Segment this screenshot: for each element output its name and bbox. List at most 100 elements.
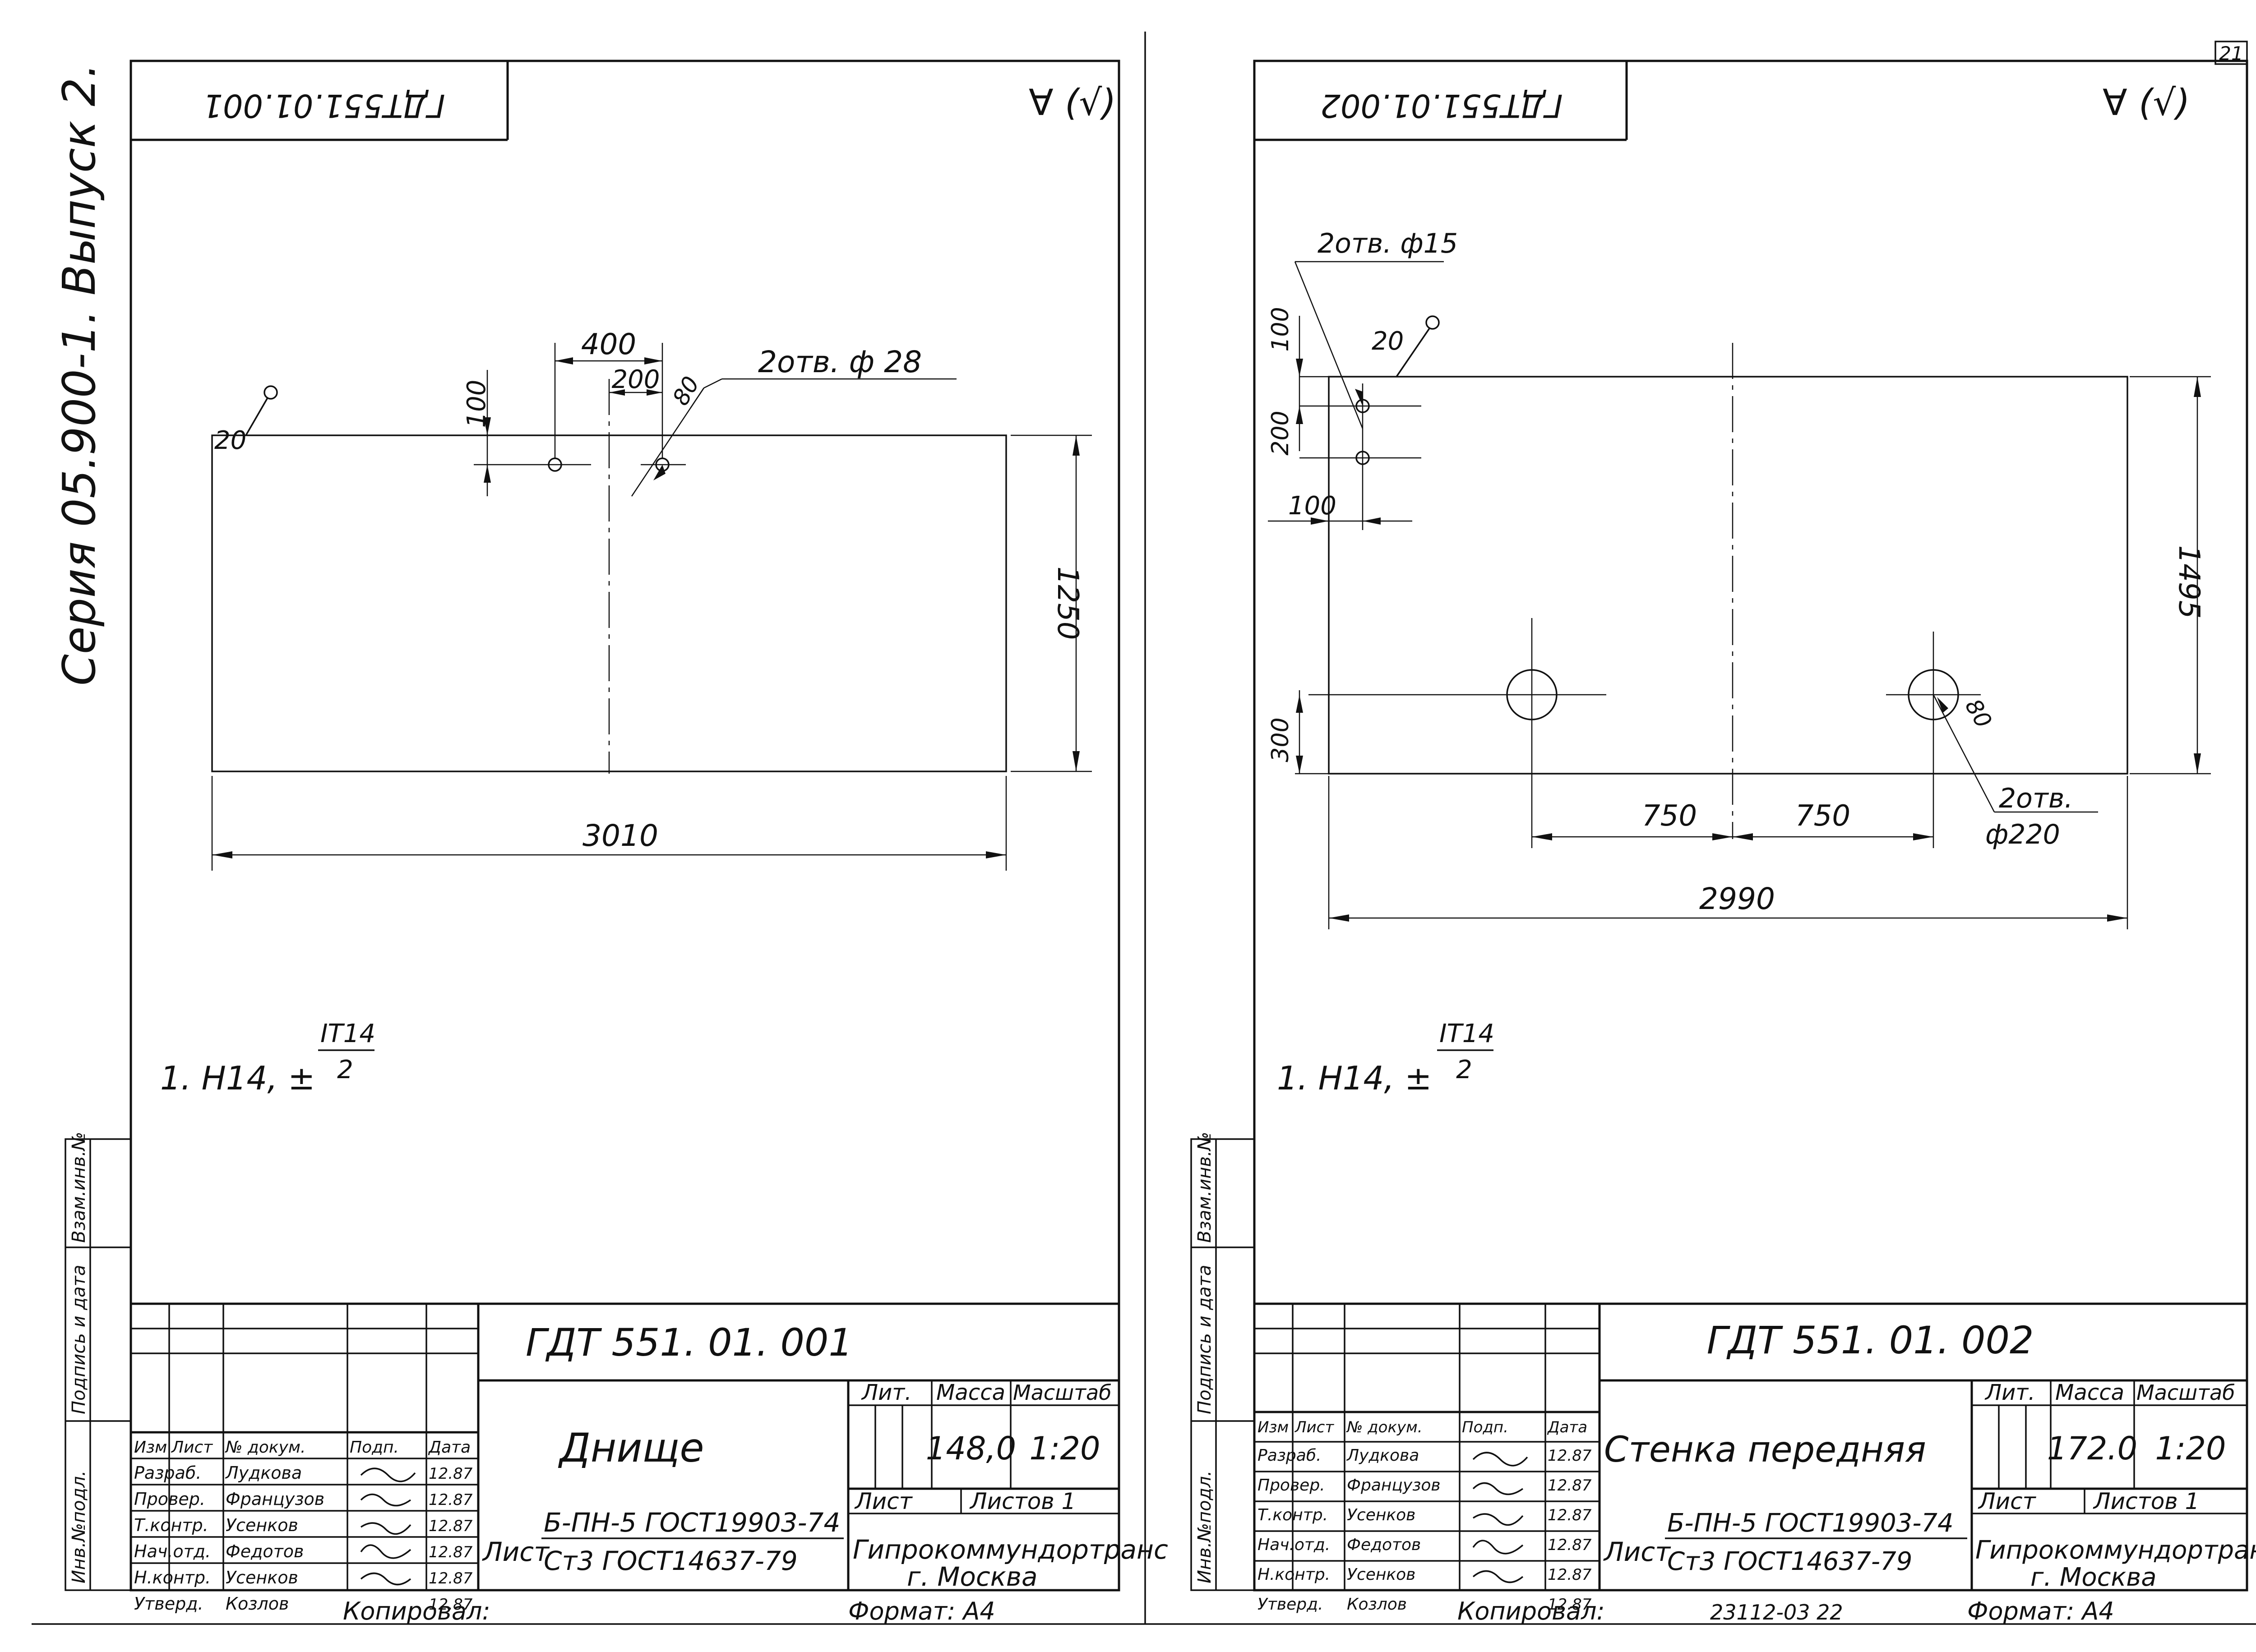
right-signature-1: [1472, 1452, 1528, 1467]
left-date-2: 12.87: [429, 1491, 473, 1509]
right-date-1: 12.87: [1548, 1447, 1592, 1465]
left-role-4: Нач.отд.: [134, 1541, 211, 1561]
left-name-2: Французов: [226, 1489, 324, 1509]
page-number-box: [2214, 41, 2248, 65]
left-roughness-20: 20: [214, 426, 246, 455]
left-hdr-doc: № докум.: [225, 1438, 305, 1457]
right-hdr-izm: Изм: [1257, 1418, 1289, 1436]
right-dim-v100: 100: [1267, 307, 1294, 351]
left-inv-podl: Инв.№подл.: [69, 1470, 89, 1583]
right-role-3: Т.контр.: [1257, 1506, 1328, 1524]
left-holes-callout: 2отв. ф 28: [758, 345, 922, 379]
left-list-word: Лист: [482, 1537, 550, 1567]
left-part-name: Днище: [558, 1425, 704, 1471]
archive-number: 23112-03 22: [1710, 1600, 1843, 1624]
right-title-block: ГДТ 551. 01. 002 Стенка передняя Лит. Ма…: [1254, 1302, 2256, 1614]
left-dim-100: 100: [462, 380, 491, 428]
left-role-1: Разраб.: [134, 1463, 201, 1483]
right-date-2: 12.87: [1548, 1477, 1592, 1495]
right-name-6: Козлов: [1347, 1595, 1407, 1614]
left-role-3: Т.контр.: [134, 1515, 208, 1535]
right-frame: [1253, 60, 2248, 1592]
right-roughness-20: 20: [1372, 327, 1404, 356]
right-note-prefix: 1. Н14, ±: [1277, 1059, 1432, 1097]
right-dim-v300: 300: [1267, 717, 1294, 762]
left-hole-1: [548, 457, 562, 472]
right-note-numerator: IT14: [1439, 1019, 1494, 1048]
left-note-prefix: 1. Н14, ±: [160, 1059, 315, 1097]
right-part-outline: [1328, 376, 2128, 775]
left-sheet: ГДТ551.01.001 ∀ (√) Инв.№подл. Подпись и…: [65, 60, 1168, 1625]
left-dim-3010: 3010: [582, 818, 658, 853]
left-city: г. Москва: [907, 1561, 1038, 1592]
left-format: Формат: А4: [848, 1597, 995, 1625]
right-date-3: 12.87: [1548, 1506, 1592, 1524]
left-lit-header: Лит.: [861, 1380, 912, 1405]
right-signature-4: [1472, 1540, 1524, 1555]
right-big-holes-1: 2отв.: [1999, 783, 2073, 814]
left-name-1: Лудкова: [225, 1463, 302, 1483]
right-dim-h100: 100: [1288, 491, 1336, 521]
right-lit-header: Лит.: [1984, 1380, 2035, 1405]
right-name-2: Французов: [1347, 1476, 1441, 1495]
right-hdr-sign: Подп.: [1462, 1418, 1508, 1436]
left-date-4: 12.87: [429, 1543, 473, 1561]
left-mass-value: 148,0: [926, 1430, 1016, 1467]
right-role-1: Разраб.: [1257, 1446, 1321, 1465]
right-sheet: ГДТ551.01.002 ∀ (√) Инв.№подл. Подпись и…: [1190, 60, 2256, 1625]
left-note-numerator: IT14: [320, 1019, 375, 1048]
right-sheets-label: Листов 1: [2093, 1488, 2199, 1514]
left-signature-4: [360, 1544, 411, 1559]
left-copied: Копировал:: [343, 1597, 490, 1625]
left-sign-date: Подпись и дата: [69, 1265, 89, 1414]
right-hdr-date: Дата: [1547, 1418, 1587, 1436]
right-mass-header: Масса: [2055, 1380, 2124, 1405]
left-dim-400: 400: [581, 328, 636, 361]
right-scale-header: Масштаб: [2136, 1380, 2235, 1405]
right-part-name: Стенка передняя: [1604, 1430, 1926, 1470]
left-dim-200: 200: [612, 365, 660, 394]
right-sign-date: Подпись и дата: [1194, 1265, 1215, 1414]
right-format: Формат: А4: [1967, 1597, 2114, 1625]
right-name-3: Усенков: [1347, 1506, 1415, 1524]
left-hdr-sign: Подп.: [350, 1438, 399, 1457]
left-role-2: Провер.: [134, 1489, 205, 1509]
right-material-bottom: Ст3 ГОСТ14637-79: [1667, 1547, 1912, 1576]
left-date-5: 12.87: [429, 1569, 473, 1587]
left-name-3: Усенков: [226, 1515, 298, 1535]
left-signature-2: [360, 1493, 411, 1507]
left-sheets-label: Листов 1: [969, 1488, 1076, 1514]
left-vzam: Взам.инв.№: [69, 1132, 89, 1243]
right-copied: Копировал:: [1457, 1597, 1605, 1625]
right-name-4: Федотов: [1347, 1536, 1421, 1554]
right-roughness-symbol: ∀ (√): [2103, 82, 2190, 124]
right-big-holes-2: ф220: [1985, 819, 2060, 850]
left-frame: [129, 60, 1120, 1592]
right-vzam: Взам.инв.№: [1194, 1132, 1215, 1243]
right-list-word: Лист: [1603, 1537, 1671, 1567]
right-role-5: Н.контр.: [1257, 1565, 1330, 1584]
left-material-top: Б-ПН-5 ГОСТ19903-74: [544, 1507, 840, 1538]
left-title-code: ГДТ 551. 01. 001: [526, 1320, 853, 1365]
right-dim-2990: 2990: [1699, 881, 1775, 916]
right-dim-80: 80: [1960, 694, 1997, 732]
right-dim-v200: 200: [1267, 411, 1294, 455]
right-mass-value: 172.0: [2047, 1430, 2137, 1467]
right-date-6: 12.87: [1548, 1596, 1592, 1614]
right-sheet-label: Лист: [1978, 1488, 2037, 1514]
right-signature-3: [1473, 1513, 1524, 1526]
left-signature-1: [360, 1467, 416, 1482]
right-note-denominator: 2: [1456, 1055, 1472, 1084]
left-date-3: 12.87: [429, 1517, 473, 1535]
left-scale-header: Масштаб: [1013, 1380, 1112, 1405]
left-signature-5: [360, 1572, 411, 1586]
right-side-column: [1190, 1138, 1255, 1591]
left-hdr-date: Дата: [428, 1438, 471, 1457]
right-date-5: 12.87: [1548, 1566, 1592, 1584]
right-dim-750-left: 750: [1642, 799, 1697, 833]
right-dim-750-right: 750: [1795, 799, 1850, 833]
right-material-top: Б-ПН-5 ГОСТ19903-74: [1667, 1509, 1954, 1538]
right-role-2: Провер.: [1257, 1476, 1325, 1495]
left-dim-1250: 1250: [1051, 567, 1084, 640]
right-date-4: 12.87: [1548, 1536, 1592, 1554]
